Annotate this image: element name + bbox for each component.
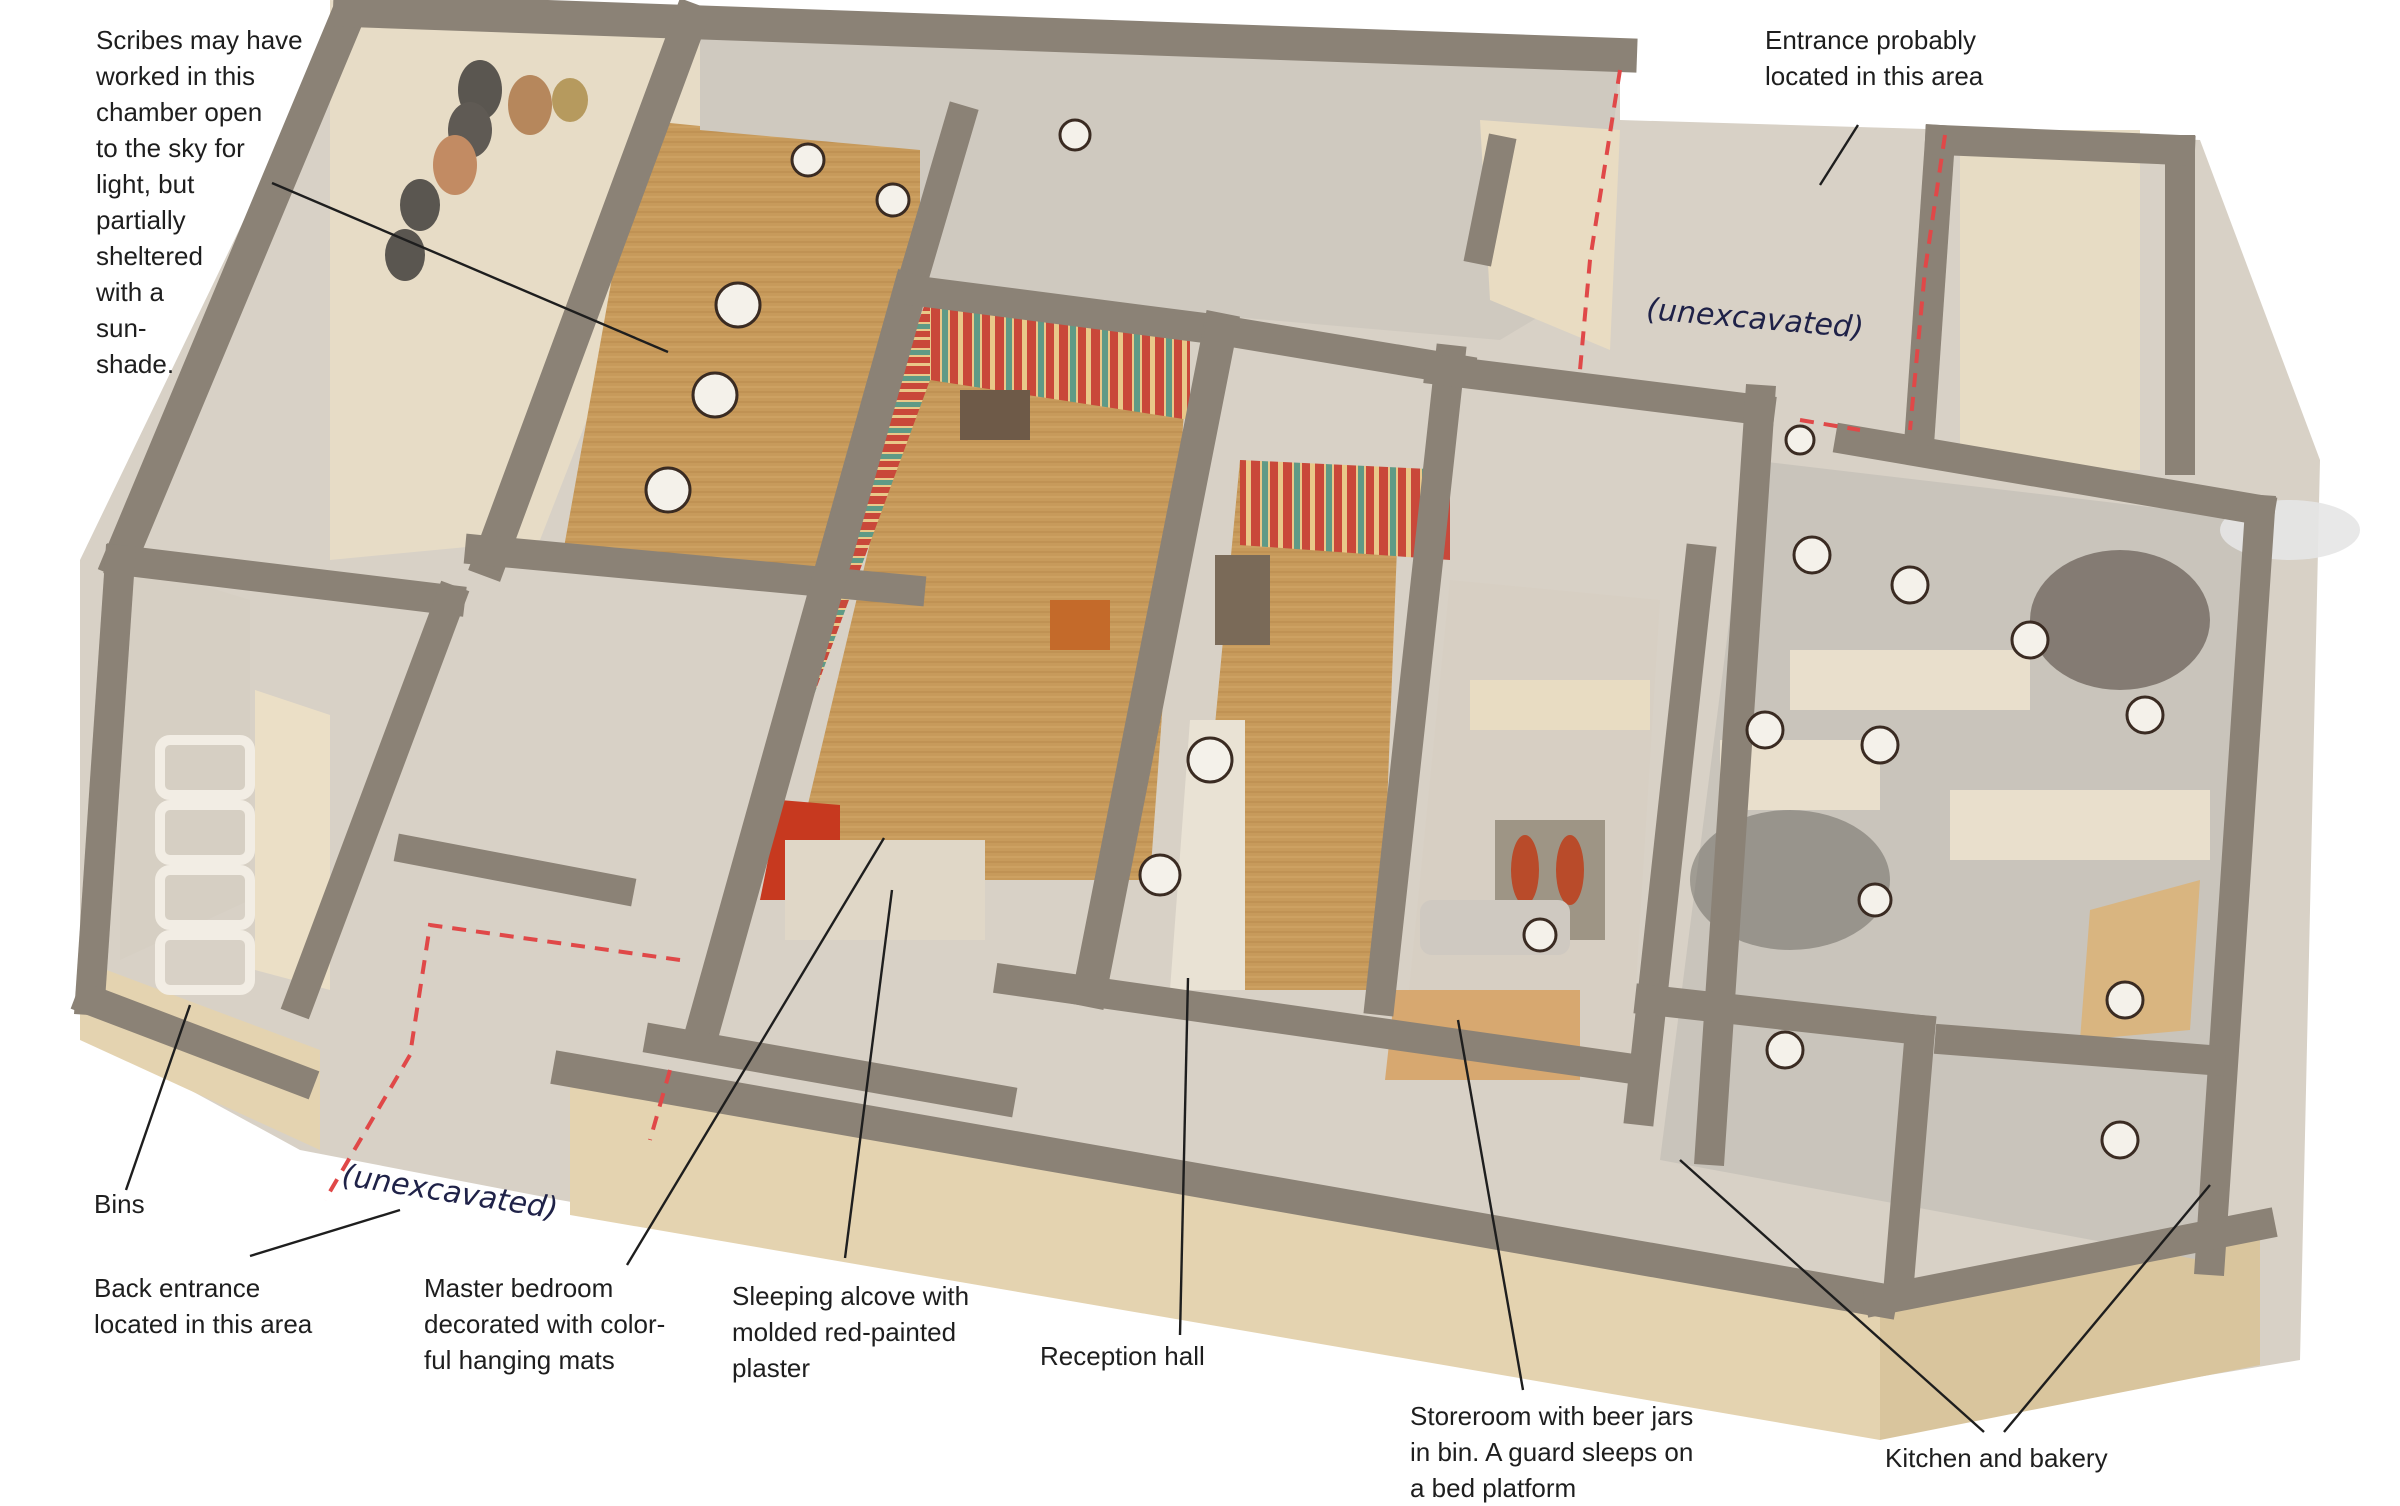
reception-hall	[1170, 460, 1450, 990]
label-reception-hall: Reception hall	[1040, 1341, 1205, 1371]
figures	[644, 118, 2165, 1160]
unexcavated-boundaries	[323, 69, 1947, 1202]
label-bins: Bins	[94, 1189, 145, 1219]
label-sleeping-alcove: Sleeping alcove with molded red-painted …	[732, 1281, 970, 1383]
label-master-bedroom: Master bedroom decorated with color- ful…	[424, 1273, 666, 1375]
label-back-entrance: Back entrance located in this area	[94, 1273, 313, 1339]
bins-room	[120, 560, 330, 995]
label-kitchen-bakery: Kitchen and bakery	[1885, 1443, 2108, 1473]
label-scribes-chamber: Scribes may have worked in this chamber …	[96, 25, 303, 379]
storage-bins	[155, 735, 255, 995]
label-entrance: Entrance probably located in this area	[1765, 25, 1984, 91]
walls	[70, 0, 2278, 1320]
label-storeroom: Storeroom with beer jars in bin. A guard…	[1410, 1401, 1694, 1503]
leader-lines	[124, 124, 2211, 1433]
